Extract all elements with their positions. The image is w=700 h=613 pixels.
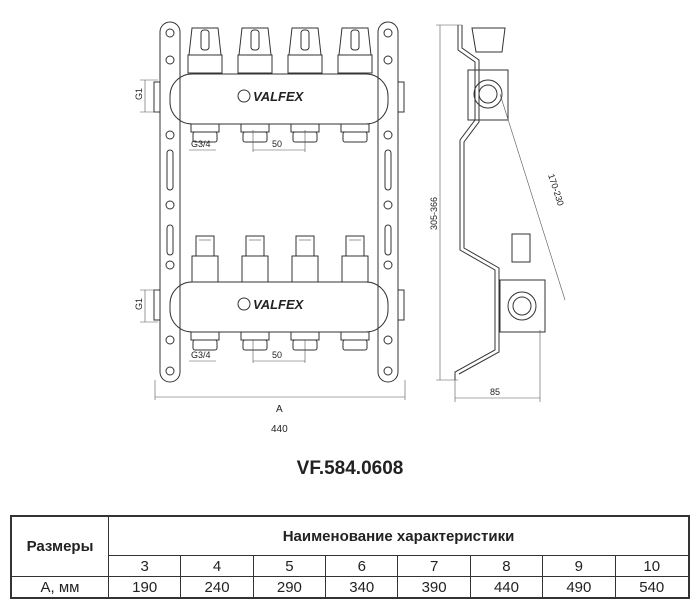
thermostatic-valve-cap: [237, 27, 273, 74]
spacing-50-bottom: 50: [272, 350, 282, 360]
return-outlet-fitting: [240, 331, 270, 351]
supply-outlet-fitting: [190, 123, 220, 143]
height-range-label: 305-366: [429, 197, 439, 230]
value-a-mm: 440: [469, 576, 544, 599]
supply-outlet-fitting: [240, 123, 270, 143]
column-outlets-3: 3: [107, 555, 182, 577]
svg-text:VALFEX: VALFEX: [253, 297, 305, 312]
row-header-sizes: Размеры: [10, 515, 109, 577]
column-outlets-8: 8: [469, 555, 544, 577]
right-mounting-bracket: [377, 21, 405, 383]
g34-label-bottom: G3/4: [191, 350, 211, 360]
value-a-mm: 340: [325, 576, 399, 599]
column-outlets-10: 10: [614, 555, 690, 577]
value-a-mm: 490: [542, 576, 616, 599]
dimension-a-label: A: [276, 404, 283, 415]
manifold-technical-drawing: VALFEX VALFEX G1 G1 G3/4 50 G3/4 50 A 44…: [134, 21, 566, 435]
column-outlets-5: 5: [252, 555, 327, 577]
model-number: VF.584.0608: [296, 458, 404, 479]
valfex-logo-bottom: VALFEX: [237, 297, 305, 312]
return-outlet-fitting: [340, 331, 370, 351]
flow-meter: [291, 235, 319, 283]
dimension-440-label: 440: [271, 424, 288, 435]
spacing-50-top: 50: [272, 139, 282, 149]
depth-85-label: 85: [490, 387, 500, 397]
value-a-mm: 540: [614, 576, 690, 599]
thermostatic-valve-cap: [337, 27, 373, 74]
thermostatic-valve-cap: [187, 27, 223, 74]
supply-outlet-fitting: [340, 123, 370, 143]
axis-distance-label: 170-230: [546, 173, 566, 208]
g1-label-bottom: G1: [134, 298, 144, 310]
g1-label-top: G1: [134, 88, 144, 100]
group-header: Наименование характеристики: [108, 515, 690, 556]
side-view: [436, 24, 566, 402]
return-manifold-bar: [169, 281, 389, 333]
thermostatic-valve-cap: [287, 27, 323, 74]
row-label-a: A, мм: [10, 576, 109, 599]
value-a-mm: 190: [107, 576, 182, 599]
flow-meter: [191, 235, 219, 283]
value-a-mm: 240: [180, 576, 254, 599]
svg-text:VALFEX: VALFEX: [253, 89, 305, 104]
left-mounting-bracket: [153, 21, 181, 383]
value-a-mm: 390: [397, 576, 471, 599]
value-a-mm: 290: [252, 576, 327, 599]
column-outlets-4: 4: [180, 555, 254, 577]
valfex-logo-top: VALFEX: [237, 89, 305, 104]
column-outlets-6: 6: [325, 555, 399, 577]
column-outlets-9: 9: [542, 555, 616, 577]
return-outlet-fitting: [190, 331, 220, 351]
supply-manifold-bar: [169, 73, 389, 125]
g34-label-top: G3/4: [191, 139, 211, 149]
flow-meter: [341, 235, 369, 283]
column-outlets-7: 7: [397, 555, 471, 577]
flow-meter: [241, 235, 269, 283]
